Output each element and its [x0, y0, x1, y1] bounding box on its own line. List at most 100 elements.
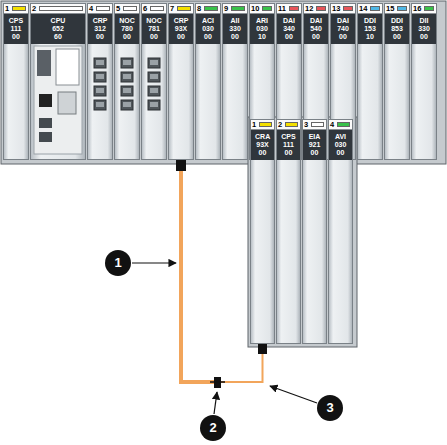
slot-number: 10 — [250, 5, 259, 13]
slot-tag: 9 — [223, 4, 247, 14]
slot-color-bar — [285, 122, 298, 127]
module-header: CPS 111 00 — [277, 130, 300, 160]
module-header: DDI 153 10 — [358, 14, 382, 44]
callout-circle: 3 — [317, 395, 343, 421]
module-face — [412, 44, 436, 159]
module-label: CPU 652 60 — [51, 17, 66, 41]
slot-color-bar — [424, 6, 434, 11]
slot-number: 11 — [277, 5, 286, 13]
trunk-cable — [181, 160, 218, 382]
io-module: 16DII 330 00 — [411, 3, 437, 160]
slot-number: 8 — [196, 5, 201, 13]
slot-tag: 1 — [4, 4, 28, 14]
slot-number: 2 — [31, 5, 36, 13]
module-face — [277, 160, 300, 343]
module-label: CRP 93X 00 — [174, 17, 189, 41]
slot-tag: 10 — [250, 4, 274, 14]
module-label: ACI 030 00 — [202, 17, 214, 41]
remote-rack — [248, 117, 357, 347]
slot-tag: 16 — [412, 4, 436, 14]
slot-color-bar — [343, 6, 353, 11]
slot-tag: 3 — [303, 120, 326, 130]
slot-number: 4 — [88, 5, 93, 13]
slot-color-bar — [316, 6, 326, 11]
slot-tag: 2 — [277, 120, 300, 130]
slot-number: 5 — [115, 5, 120, 13]
slot-tag: 13 — [331, 4, 355, 14]
io-module: 2CPU 652 60 — [30, 3, 86, 160]
io-module: 14DDI 153 10 — [357, 3, 383, 160]
slot-number: 6 — [142, 5, 147, 13]
module-face — [385, 44, 409, 159]
callout-circle: 2 — [200, 415, 226, 441]
slot-tag: 5 — [115, 4, 139, 14]
module-header: CRP 312 00 — [88, 14, 112, 44]
module-face — [303, 160, 326, 343]
slot-number: 7 — [169, 5, 174, 13]
callout-number: 2 — [209, 421, 216, 435]
slot-color-bar — [12, 6, 26, 11]
module-header: EIA 921 00 — [303, 130, 326, 160]
module-label: CRA 93X 00 — [255, 133, 270, 157]
module-header: AII 330 00 — [223, 14, 247, 44]
slot-tag: 15 — [385, 4, 409, 14]
slot-color-bar — [204, 6, 218, 11]
module-header: CRP 93X 00 — [169, 14, 193, 44]
module-label: DAI 540 00 — [310, 17, 322, 41]
module-header: CPU 652 60 — [31, 14, 85, 44]
slot-color-bar — [231, 6, 245, 11]
slot-color-bar — [262, 6, 272, 11]
module-face — [358, 44, 382, 159]
cable-tap — [210, 381, 225, 383]
slot-color-bar — [397, 6, 407, 11]
leader-line — [132, 262, 176, 263]
slot-number: 1 — [4, 5, 9, 13]
module-label: DDI 153 10 — [364, 17, 376, 41]
module-label: CPS 111 00 — [281, 133, 295, 157]
module-label: DAI 340 00 — [283, 17, 295, 41]
slot-color-bar — [289, 6, 299, 11]
slot-tag: 1 — [251, 120, 274, 130]
module-header: DII 330 00 — [412, 14, 436, 44]
module-label: ARI 030 10 — [256, 17, 268, 41]
slot-number: 2 — [277, 121, 282, 129]
module-header: CRA 93X 00 — [251, 130, 274, 160]
module-label: AVI 030 00 — [335, 133, 347, 157]
module-face — [196, 44, 220, 159]
module-face — [251, 160, 274, 343]
module-face — [115, 44, 139, 159]
cable-connector — [176, 160, 186, 171]
slot-tag: 11 — [277, 4, 301, 14]
io-module: 1CPS 111 00 — [3, 3, 29, 160]
module-label: DAI 740 00 — [337, 17, 349, 41]
slot-color-bar — [39, 6, 83, 11]
slot-tag: 7 — [169, 4, 193, 14]
slot-tag: 14 — [358, 4, 382, 14]
module-header: DDI 853 00 — [385, 14, 409, 44]
cable-connector — [258, 344, 267, 354]
module-face — [4, 44, 28, 159]
slot-number: 1 — [251, 121, 256, 129]
slot-number: 14 — [358, 5, 367, 13]
slot-tag: 4 — [88, 4, 112, 14]
local-rack — [1, 1, 446, 164]
module-face — [169, 44, 193, 159]
module-header: NOC 781 00 — [142, 14, 166, 44]
module-label: AII 330 00 — [229, 17, 241, 41]
io-module: 7CRP 93X 00 — [168, 3, 194, 160]
io-module: 6NOC 781 00 — [141, 3, 167, 160]
module-label: DDI 853 00 — [391, 17, 403, 41]
slot-number: 15 — [385, 5, 394, 13]
slot-color-bar — [177, 6, 191, 11]
module-face — [329, 160, 352, 343]
slot-tag: 8 — [196, 4, 220, 14]
io-module: 15DDI 853 00 — [384, 3, 410, 160]
module-label: EIA 921 00 — [309, 133, 321, 157]
module-label: CPS 111 00 — [9, 17, 23, 41]
slot-number: 3 — [303, 121, 308, 129]
leader-line — [214, 392, 217, 414]
io-module: 8ACI 030 00 — [195, 3, 221, 160]
slot-number: 4 — [329, 121, 334, 129]
slot-color-bar — [370, 6, 380, 11]
module-header: ARI 030 10 — [250, 14, 274, 44]
